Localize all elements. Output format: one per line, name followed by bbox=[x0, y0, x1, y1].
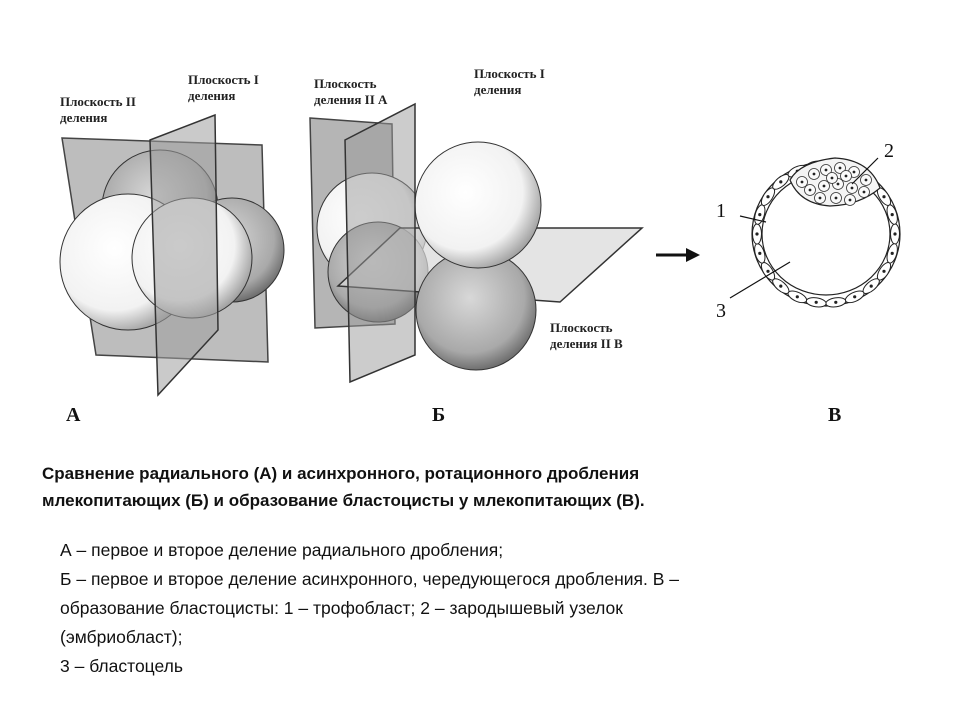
arrow-icon bbox=[656, 248, 700, 262]
legend-line-2: Б – первое и второе деление асинхронного… bbox=[60, 569, 680, 589]
trophoblast-nucleus bbox=[779, 180, 783, 184]
plane-i-a bbox=[149, 113, 219, 397]
label-number-3: 3 bbox=[716, 300, 726, 322]
embryoblast-nucleus bbox=[862, 190, 866, 194]
figure-drawing bbox=[59, 102, 901, 397]
embryoblast-nucleus bbox=[830, 176, 834, 180]
plane-i-label-a-line1: Плоскость I bbox=[188, 72, 259, 87]
trophoblast-nucleus bbox=[814, 300, 818, 304]
plane-iib-label-b: Плоскость деления II В bbox=[550, 320, 623, 352]
trophoblast-nucleus bbox=[779, 284, 783, 288]
embryoblast-nucleus bbox=[836, 182, 840, 186]
plane-ii-label-a-line1: Плоскость II bbox=[60, 94, 136, 109]
plane-iia-label-b: Плоскость деления II А bbox=[314, 76, 387, 108]
trophoblast-nucleus bbox=[766, 195, 770, 199]
plane-iib-label-b-line2: деления II В bbox=[550, 336, 623, 351]
panel-letter-a: А bbox=[66, 404, 81, 426]
trophoblast-nucleus bbox=[890, 213, 894, 217]
caption-line-1: Сравнение радиального (А) и асинхронного… bbox=[42, 464, 640, 483]
embryoblast-nucleus bbox=[812, 172, 816, 176]
plane-ii-label-a: Плоскость II деления bbox=[60, 94, 136, 126]
trophoblast-nucleus bbox=[893, 232, 897, 236]
figure-legend: А – первое и второе деление радиального … bbox=[60, 536, 920, 681]
embryoblast-nucleus bbox=[808, 188, 812, 192]
figure: Плоскость II деления Плоскость I деления… bbox=[59, 66, 901, 426]
blastomere-upper bbox=[414, 141, 542, 269]
embryoblast-nucleus bbox=[834, 196, 838, 200]
embryoblast-nucleus bbox=[838, 166, 842, 170]
embryoblast-nucleus bbox=[864, 178, 868, 182]
trophoblast-nucleus bbox=[882, 269, 886, 273]
plane-ii-label-a-line2: деления bbox=[60, 110, 108, 125]
panel-a-drawing bbox=[59, 113, 285, 397]
trophoblast-nucleus bbox=[795, 295, 799, 299]
caption-line-2: млекопитающих (Б) и образование бластоци… bbox=[42, 491, 645, 510]
plane-i-label-b-line2: деления bbox=[474, 82, 522, 97]
embryoblast-nucleus bbox=[818, 196, 822, 200]
embryoblast-nucleus bbox=[800, 180, 804, 184]
plane-iia-label-b-line2: деления II А bbox=[314, 92, 388, 107]
leader-line-3 bbox=[729, 261, 791, 299]
embryoblast-nucleus bbox=[844, 174, 848, 178]
plane-i-label-b: Плоскость I деления bbox=[474, 66, 545, 98]
trophoblast-nucleus bbox=[766, 269, 770, 273]
trophoblast-nucleus bbox=[882, 195, 886, 199]
figure-caption: Сравнение радиального (А) и асинхронного… bbox=[42, 460, 922, 514]
trophoblast-nucleus bbox=[758, 251, 762, 255]
trophoblast-nucleus bbox=[853, 295, 857, 299]
leader-line-1 bbox=[739, 215, 767, 223]
plane-i-label-b-line1: Плоскость I bbox=[474, 66, 545, 81]
label-number-1: 1 bbox=[716, 200, 726, 222]
legend-line-5: 3 – бластоцель bbox=[60, 656, 183, 676]
trophoblast-nucleus bbox=[890, 251, 894, 255]
plane-iia-label-b-line1: Плоскость bbox=[314, 76, 377, 91]
trophoblast-nucleus bbox=[869, 284, 873, 288]
plane-i-b bbox=[344, 102, 416, 384]
plane-iib-label-b-line1: Плоскость bbox=[550, 320, 613, 335]
blastocyst-drawing bbox=[729, 157, 901, 308]
embryoblast-nucleus bbox=[850, 186, 854, 190]
panel-letter-b: Б bbox=[432, 404, 446, 426]
panel-letter-c: В bbox=[828, 404, 842, 426]
embryoblast-dots bbox=[796, 162, 872, 206]
leader-line-2 bbox=[851, 157, 879, 185]
legend-line-3: образование бластоцисты: 1 – трофобласт;… bbox=[60, 598, 623, 618]
plane-i-label-a: Плоскость I деления bbox=[188, 72, 259, 104]
embryoblast-nucleus bbox=[822, 184, 826, 188]
embryoblast-nucleus bbox=[824, 168, 828, 172]
trophoblast-nucleus bbox=[834, 300, 838, 304]
panel-b-drawing bbox=[309, 102, 644, 384]
plane-i-label-a-line2: деления bbox=[188, 88, 236, 103]
trophoblast-nucleus bbox=[755, 232, 759, 236]
legend-line-4: (эмбриобласт); bbox=[60, 627, 183, 647]
trophoblast-nucleus bbox=[758, 213, 762, 217]
label-number-2: 2 bbox=[884, 140, 894, 162]
embryoblast-nucleus bbox=[848, 198, 852, 202]
legend-line-1: А – первое и второе деление радиального … bbox=[60, 540, 504, 560]
embryoblast-nucleus bbox=[852, 170, 856, 174]
